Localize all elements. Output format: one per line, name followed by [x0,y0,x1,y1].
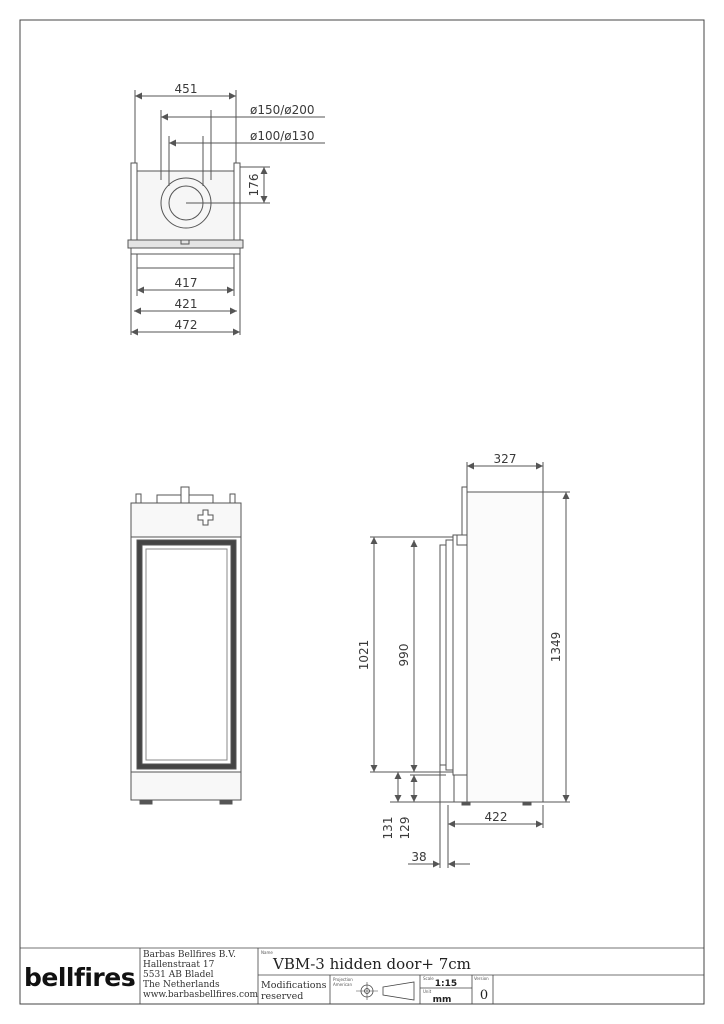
side-view [370,462,570,868]
top-view-base [136,253,235,269]
drawing-title: VBM-3 hidden door+ 7cm [272,955,471,973]
company-country: The Netherlands [143,980,220,990]
sheet-border [19,19,705,1005]
dim-422: 422 [485,810,508,824]
title-block [20,947,704,1004]
modifications-line-2: reserved [261,991,303,1002]
scale-value: 1:15 [435,979,457,989]
name-label: Name [261,950,273,955]
front-view-glass [141,544,232,765]
top-view-clip [180,239,190,245]
version-value: 0 [480,988,488,1003]
dim-327: 327 [494,452,517,466]
dim-421: 421 [175,297,198,311]
front-view [130,486,242,805]
dim-flue-outer: ø150/ø200 [250,103,315,117]
top-view [127,90,325,336]
front-view-cross-symbol [197,509,214,526]
unit-label: Unit [423,989,432,994]
dim-990: 990 [397,644,411,667]
dim-131: 131 [381,817,395,840]
top-view-front-plate [130,247,241,255]
dim-38: 38 [411,850,426,864]
top-view-right-flange [233,162,241,241]
modifications-line-1: Modifications [261,980,327,991]
dim-417: 417 [175,276,198,290]
dim-472: 472 [175,318,198,332]
logo-dot [129,980,135,986]
dim-129: 129 [398,817,412,840]
dim-451: 451 [175,82,198,96]
company-name: Barbas Bellfires B.V. [143,950,236,960]
projection-type-label: American [333,982,353,987]
top-view-body [136,170,235,241]
dim-176: 176 [247,174,261,197]
front-view-base [130,771,242,801]
dim-1021: 1021 [357,640,371,671]
company-website: www.barbasbellfires.com [143,990,258,1000]
projection-label: Projection [333,977,353,982]
side-view-body [466,491,544,803]
top-view-left-flange [130,162,138,241]
company-city: 5531 AB Bladel [143,970,214,980]
company-street: Hallenstraat 17 [143,960,215,970]
scale-label: Scale [423,976,434,981]
dim-flue-inner: ø100/ø130 [250,129,315,143]
unit-value: mm [433,995,452,1005]
bellfires-logo: bellfires [24,963,135,992]
projection-symbol-cone [382,981,415,1001]
side-view-door [452,534,468,776]
front-view-head [130,502,242,538]
version-label: Version [474,976,489,981]
dim-1349: 1349 [549,632,563,663]
